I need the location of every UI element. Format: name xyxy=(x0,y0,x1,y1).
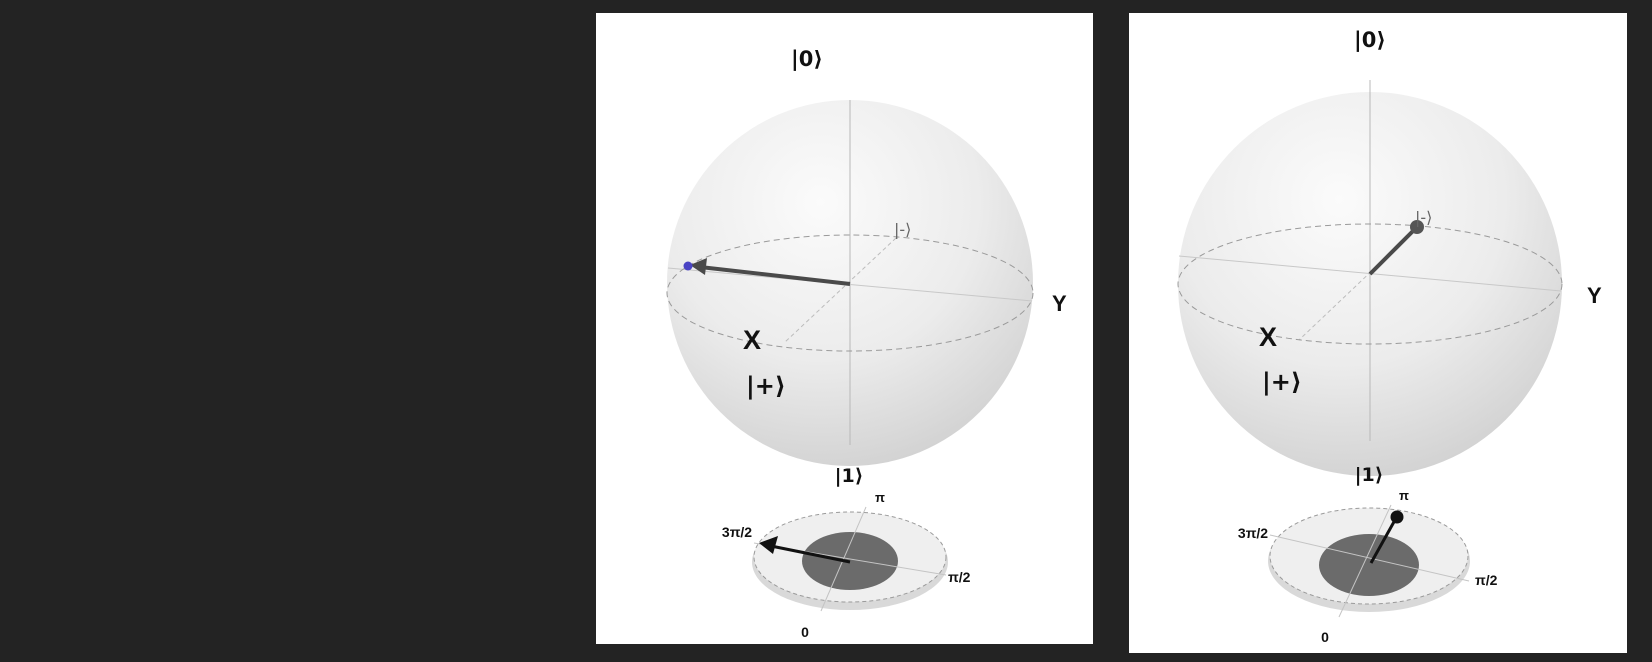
bloch-visualization-right: |0⟩ |-⟩ Y X |+⟩ |1⟩ π 3π/2 xyxy=(1177,28,1602,645)
equator-ring xyxy=(1177,223,1563,345)
state-vector-arrowhead xyxy=(690,258,707,275)
ket-one-label: |1⟩ xyxy=(1355,464,1384,486)
phase-label-3pi-2: 3π/2 xyxy=(722,524,752,540)
phase-label-zero: 0 xyxy=(801,624,809,640)
ket-minus-label: |-⟩ xyxy=(894,220,911,239)
phase-label-pi: π xyxy=(1399,488,1409,503)
ket-zero-label: |0⟩ xyxy=(1354,28,1386,53)
triangle-arrowhead-icon xyxy=(759,536,778,554)
blue-dot-icon xyxy=(683,261,693,271)
phase-disk-axis-a xyxy=(1338,504,1392,618)
phase-label-pi-2: π/2 xyxy=(1475,572,1498,588)
grey-ball-icon xyxy=(1410,220,1424,234)
x-axis-label: X xyxy=(743,325,761,355)
phase-label-pi-2: π/2 xyxy=(948,569,971,585)
ket-plus-label: |+⟩ xyxy=(1262,368,1302,396)
ket-zero-label: |0⟩ xyxy=(791,47,823,72)
phase-label-3pi-2: 3π/2 xyxy=(1238,525,1268,541)
bloch-panel-right: |0⟩ |-⟩ Y X |+⟩ |1⟩ π 3π/2 xyxy=(1129,13,1627,653)
phase-arrow xyxy=(1369,519,1397,564)
y-axis-label: Y xyxy=(1587,283,1602,308)
phase-disk-axis-b xyxy=(1269,534,1470,582)
state-vector xyxy=(699,265,851,286)
phase-arrow xyxy=(770,544,851,564)
ball-arrowhead-icon xyxy=(1390,510,1404,524)
x-axis-label: X xyxy=(1259,322,1277,352)
ket-minus-label: |-⟩ xyxy=(1415,208,1432,227)
ket-one-label: |1⟩ xyxy=(835,465,864,487)
state-vector xyxy=(1368,227,1417,276)
phase-disk-inner xyxy=(1319,534,1419,596)
x-axis-line xyxy=(1298,227,1418,341)
phase-disk-axis-a xyxy=(820,506,867,612)
x-axis-line xyxy=(783,237,897,344)
bloch-panel-left: |0⟩ |-⟩ Y X |+⟩ |1⟩ xyxy=(596,13,1093,644)
y-axis-line xyxy=(667,267,1033,302)
phase-label-pi: π xyxy=(875,490,885,505)
phase-label-zero: 0 xyxy=(1321,629,1329,645)
y-axis-label: Y xyxy=(1052,291,1067,316)
phase-disk: π 3π/2 π/2 0 xyxy=(1238,488,1498,645)
bloch-visualization-left: |0⟩ |-⟩ Y X |+⟩ |1⟩ xyxy=(666,47,1067,640)
ket-plus-label: |+⟩ xyxy=(746,372,786,400)
equator-ring xyxy=(666,234,1034,352)
phase-disk: π 3π/2 π/2 0 xyxy=(722,490,971,640)
